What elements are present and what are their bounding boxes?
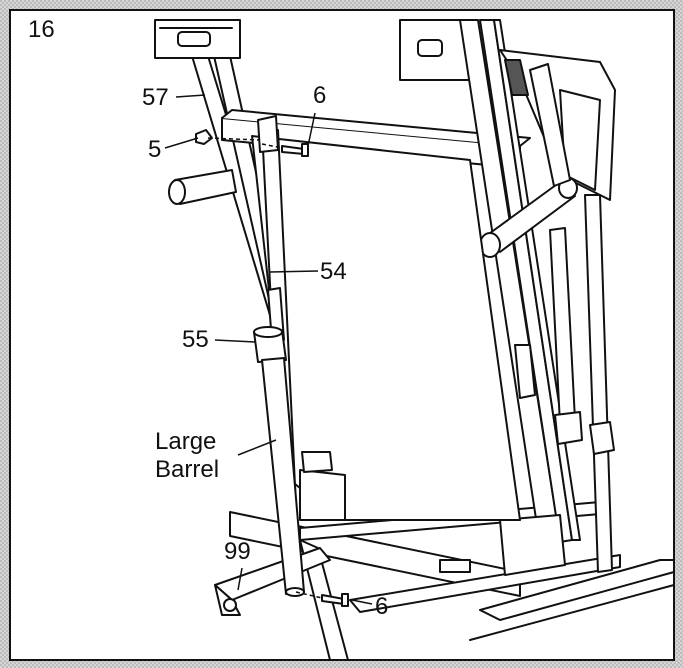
callout-part-55: 55 (182, 326, 209, 353)
callout-part-5: 5 (148, 136, 162, 163)
right-rear-post (549, 194, 615, 573)
callout-part-54: 54 (320, 258, 347, 285)
callout-large-barrel: Large Barrel (155, 428, 219, 484)
left-handle (168, 169, 237, 205)
large-barrel-line1: Large (155, 428, 217, 455)
nut-5 (195, 129, 213, 145)
callout-part-57: 57 (142, 84, 169, 111)
callout-part-6-bottom: 6 (375, 593, 389, 620)
callout-part-6-top: 6 (313, 82, 327, 109)
large-barrel (261, 357, 305, 597)
bolt-6-bottom (321, 593, 349, 607)
large-barrel-line2: Barrel (155, 456, 220, 483)
callout-part-99: 99 (224, 538, 251, 565)
step-number: 16 (28, 16, 55, 43)
right-handlebar (479, 63, 578, 258)
bolt-6-top (281, 143, 309, 157)
leader-lines (164, 94, 373, 605)
alignment-lines (207, 137, 323, 599)
barrel-collar-55 (253, 326, 287, 363)
